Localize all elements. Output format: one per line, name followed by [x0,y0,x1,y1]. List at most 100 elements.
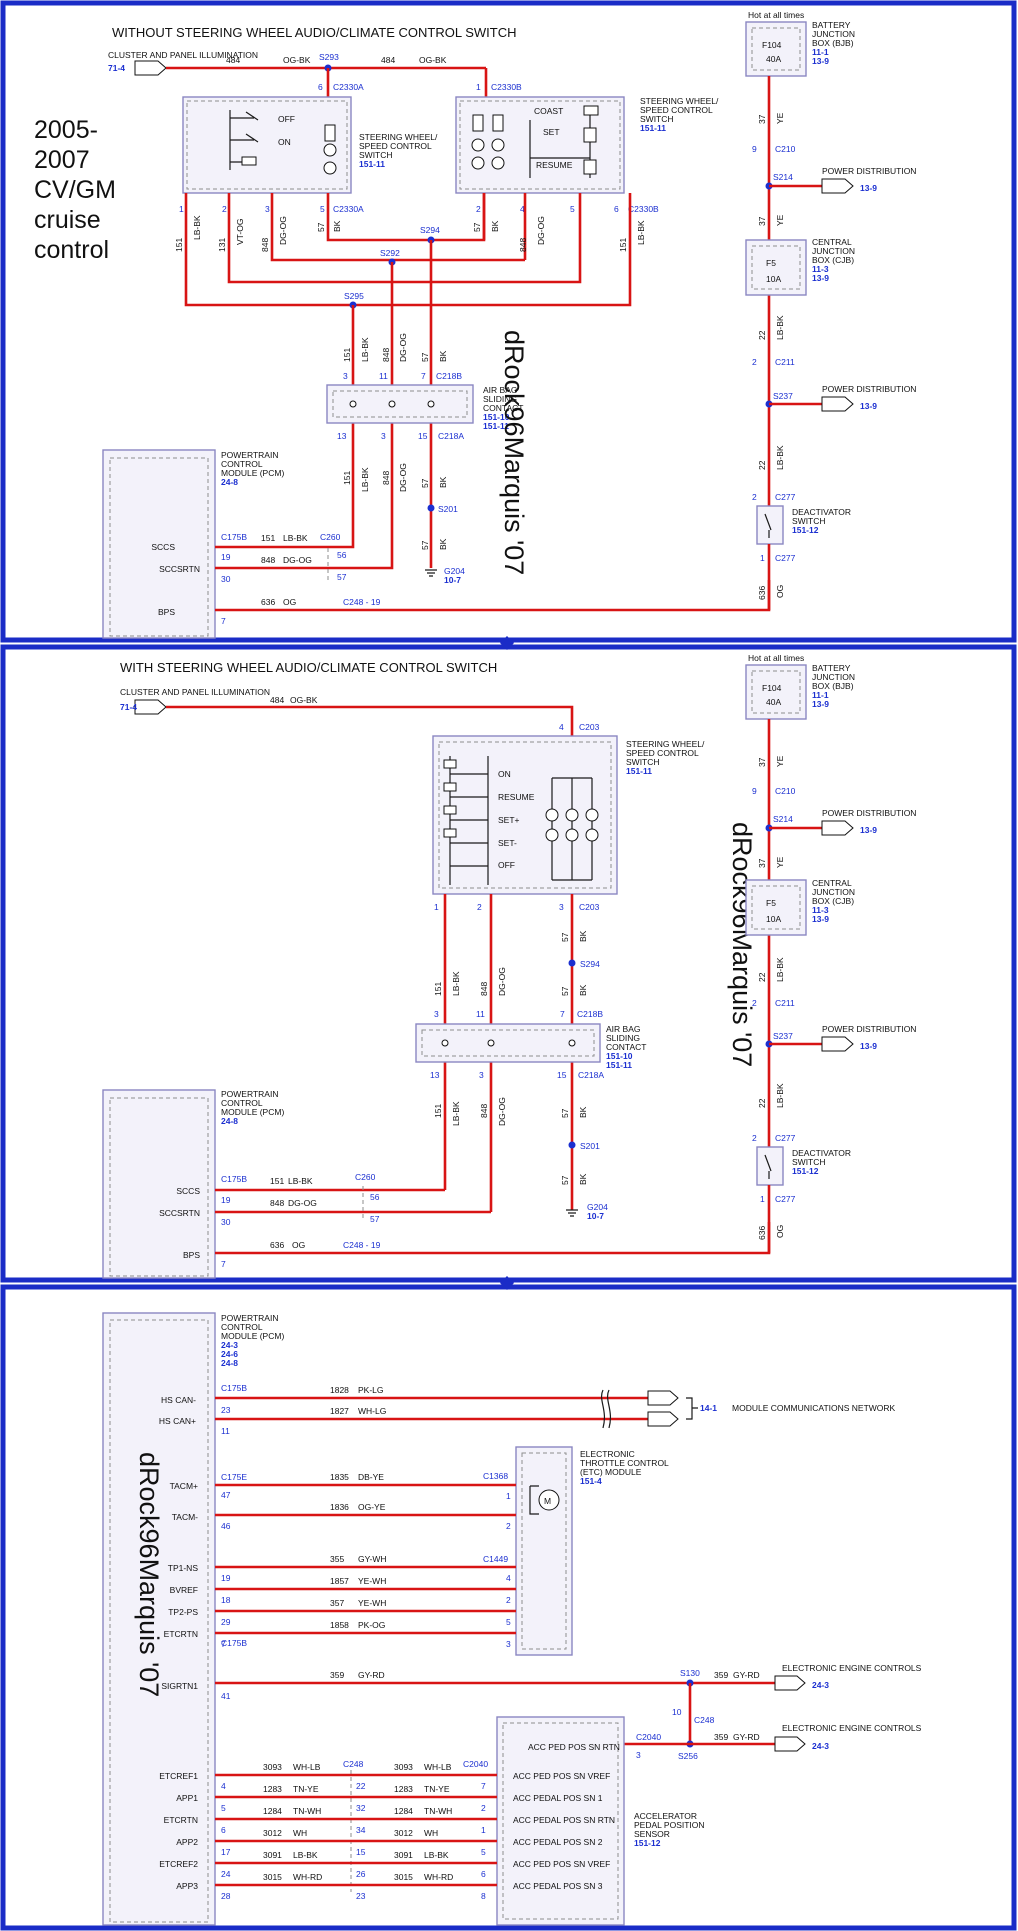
pin: 32 [356,1803,366,1813]
lamp-icon [585,808,599,822]
airbag-inner [332,390,468,418]
apps-signal-name: ACC PEDAL POS SN RTN [513,1815,615,1825]
v-label: BK [578,1106,588,1118]
eec-label: ELECTRONIC ENGINE CONTROLS [782,1663,922,1673]
pin: 56 [337,550,347,560]
bjb-inner [751,670,801,714]
pcm-pin: 30 [221,1217,231,1227]
switch-item: ON [498,769,511,779]
apps-signal-name: ACC PED POS SN VREF [513,1859,610,1869]
switch-right-inner [459,100,621,190]
wire-color: TN-WH [424,1806,452,1816]
connector: C248 - 19 [343,1240,381,1250]
fuse-label: F104 [762,683,782,693]
wire-ckt: 3012 [394,1828,413,1838]
connector: C248 [694,1715,715,1725]
pin: 23 [356,1891,366,1901]
pin: 2 [506,1521,511,1531]
pin: 26 [356,1869,366,1879]
wire-color: WH-RD [424,1872,453,1882]
cluster-ref: 71-4 [108,63,125,73]
cluster-connector-icon [134,60,167,76]
wire-color: DG-OG [288,1198,317,1208]
resistor-icon [443,828,457,838]
splice: S237 [773,1031,793,1041]
bjb-label: BOX (BJB) [812,681,854,691]
v-label: YE [775,112,785,124]
switch-coast: COAST [534,106,563,116]
can-row: HS CAN+ 11 1827 WH-LG [159,1406,679,1436]
wire-ckt: 3093 [394,1762,413,1772]
right-column-panel-2: Hot at all times F104 40A BATTERY JUNCTI… [745,653,916,1253]
wire-color: LB-BK [283,533,308,543]
pin: 4 [520,204,525,214]
pin: 2 [752,998,757,1008]
switch-on: ON [278,137,291,147]
v-label: LB-BK [451,971,461,996]
handwritten-line: CV/GM [34,176,116,204]
switch-resume: RESUME [536,160,573,170]
right-column-panel-1: Hot at all times F104 40A BATTERY JUNCTI… [745,10,916,610]
switch-ref: 151-11 [640,123,666,133]
v-label: 37 [757,216,767,226]
pcm-pin: 7 [221,1259,226,1269]
pcm-pin-name: TP1-NS [168,1563,199,1573]
resistor-icon [324,124,336,142]
v-label: 37 [757,858,767,868]
pin: 9 [752,144,757,154]
pin: 5 [481,1847,486,1857]
pd-ref: 13-9 [860,825,877,835]
wire-color: GY-RD [358,1670,385,1680]
switch-label: STEERING WHEEL/ SPEED CONTROL SWITCH 151… [359,132,438,169]
switch-label-line: SPEED CONTROL [626,748,699,758]
handwritten-line: cruise [34,206,101,234]
pcm-pin-name: SCCSRTN [159,1208,200,1218]
wire-color: DG-OG [283,555,312,565]
resistor-icon [583,127,597,143]
v-label: BK [578,930,588,942]
pin: 22 [356,1781,366,1791]
contact-icon [388,400,396,408]
v-label: BK [490,220,500,232]
pcm-ref: 24-6 [221,1349,238,1359]
lamp-icon [471,138,485,152]
apps-signal-name: ACC PEDAL POS SN 3 [513,1881,603,1891]
resistor-icon [583,105,599,116]
panel-2-title: WITH STEERING WHEEL AUDIO/CLIMATE CONTRO… [120,660,497,675]
cjb-label: CENTRAL [812,237,852,247]
splice: S294 [580,959,600,969]
v-label: 151 [433,982,443,996]
etc-label: THROTTLE CONTROL [580,1458,669,1468]
hot-label: Hot at all times [748,10,804,20]
wire-ckt: 3091 [394,1850,413,1860]
switch-item: SET- [498,838,517,848]
etc-box [515,1446,573,1656]
switch-label-line: SWITCH [626,757,660,767]
fuse-label: F104 [762,40,782,50]
pin: 57 [337,572,347,582]
pin: 2 [222,204,227,214]
wire-484 [166,705,574,736]
clock-ref: 151-11 [606,1060,632,1070]
cluster-label: CLUSTER AND PANEL ILLUMINATION [120,687,270,697]
v-label: 131 [217,238,227,252]
etc-label: ELECTRONIC [580,1449,635,1459]
wire-ckt: 848 [261,555,275,565]
pcm-label: POWERTRAIN [221,1089,278,1099]
wire-151 [184,193,632,307]
motor-leads [529,1485,539,1515]
wire-848-pcm [215,565,394,570]
v-label: 22 [757,972,767,982]
v-label: BK [578,984,588,996]
v-label: BK [438,538,448,550]
clock-label: SLIDING [483,394,517,404]
v-label: 57 [560,1175,570,1185]
cjb-ref: 13-9 [812,273,829,283]
pin: 3 [343,371,348,381]
pd-label: POWER DISTRIBUTION [822,1024,916,1034]
switch-contacts [449,756,489,885]
pin: 8 [481,1891,486,1901]
